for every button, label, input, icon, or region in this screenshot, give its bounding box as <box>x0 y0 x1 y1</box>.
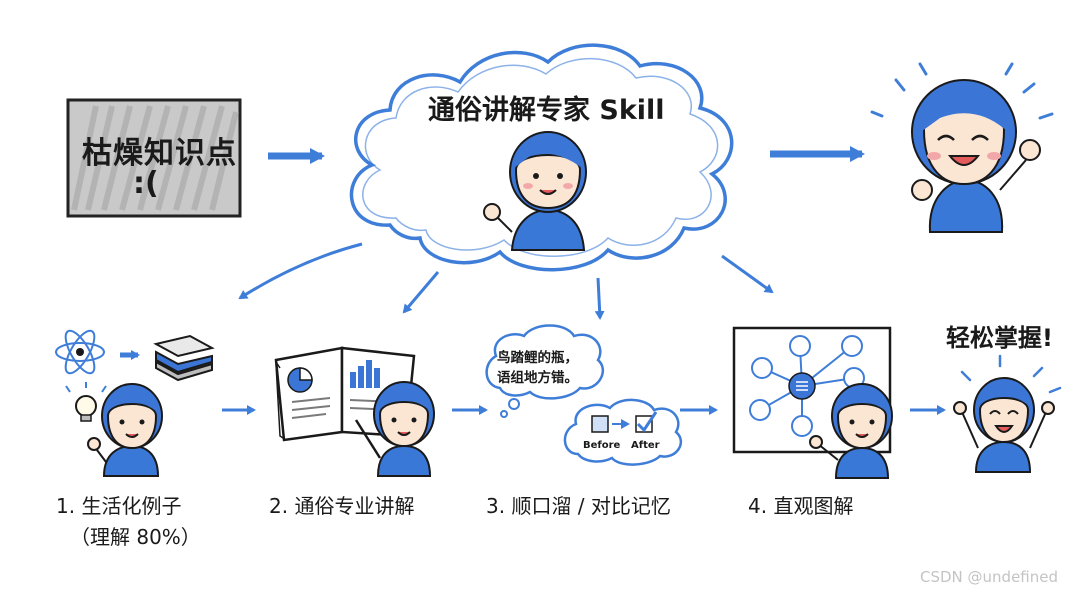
before-label: Before <box>583 440 621 451</box>
compare-thought-bubble <box>563 398 683 466</box>
boring-knowledge-box <box>66 98 242 218</box>
step2-illustration <box>274 346 435 477</box>
list-node-icon <box>791 415 813 437</box>
step3-illustration <box>485 324 683 466</box>
easy-mastery-label: 轻松掌握! <box>946 324 1053 352</box>
step-1-sublabel: （理解 80%） <box>70 525 201 549</box>
step-3-label: 3. 顺口溜 / 对比记忆 <box>486 494 671 518</box>
rhyme-line-2: 语组地方错。 <box>497 370 578 386</box>
step2-girl <box>354 381 435 477</box>
boring-knowledge-title: 枯燥知识点 <box>82 136 237 171</box>
sandwich-icon <box>153 334 215 382</box>
sad-face-icon: :( <box>133 166 159 201</box>
settings-node-icon <box>841 335 863 357</box>
step4-illustration <box>732 326 893 479</box>
after-label: After <box>631 440 660 451</box>
step-1-label: 1. 生活化例子 <box>56 494 182 518</box>
atom-icon <box>55 329 105 375</box>
watermark: CSDN @undefined <box>920 568 1059 586</box>
cloud-node-icon <box>751 357 773 379</box>
bar-chart-icon <box>350 360 380 388</box>
step-4-label: 4. 直观图解 <box>748 494 854 518</box>
step1-illustration <box>55 329 215 477</box>
share-node-icon <box>749 399 771 421</box>
rhyme-thought-bubble <box>485 324 605 418</box>
fan-out-arrows <box>238 242 774 320</box>
celebrating-girl-figure <box>953 354 1062 473</box>
cloud-girl-figure <box>483 131 587 251</box>
rhyme-line-1: 鸟踏鲤的瓶， <box>497 350 578 366</box>
trend-node-icon <box>789 335 811 357</box>
pie-chart-icon <box>287 367 313 393</box>
step4-girl <box>809 383 893 479</box>
step-2-label: 2. 通俗专业讲解 <box>269 494 415 518</box>
skill-title: 通俗讲解专家 Skill <box>428 95 665 126</box>
happy-girl-figure <box>870 62 1054 233</box>
step1-girl <box>87 383 163 477</box>
lightbulb-icon <box>65 382 107 422</box>
